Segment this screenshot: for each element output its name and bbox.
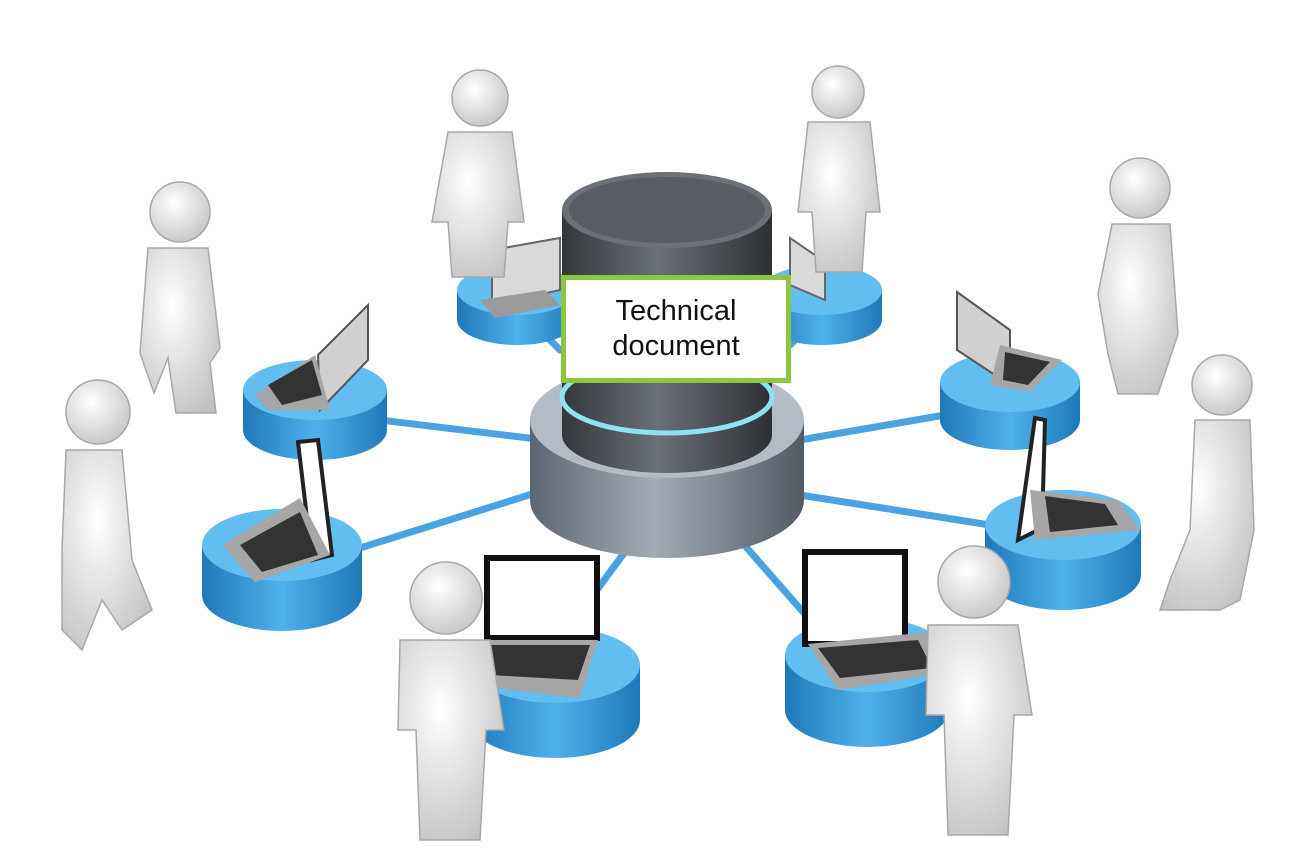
people bbox=[61, 65, 1255, 841]
person-figure bbox=[797, 65, 881, 273]
laptop-icon bbox=[480, 236, 561, 318]
connector-line bbox=[796, 411, 949, 444]
person-figure bbox=[1097, 157, 1179, 395]
laptop-icon bbox=[956, 290, 1062, 392]
person-figure bbox=[139, 181, 221, 414]
person-figure bbox=[61, 379, 153, 652]
laptop-icon bbox=[222, 437, 335, 582]
label-line-2: document bbox=[612, 330, 740, 362]
connector-line bbox=[376, 416, 549, 444]
connector-line bbox=[736, 536, 814, 624]
connector-line bbox=[356, 486, 549, 552]
laptop-icon bbox=[802, 549, 950, 690]
laptop-icon bbox=[1015, 415, 1140, 544]
laptops bbox=[222, 236, 1140, 698]
person-figure bbox=[431, 69, 525, 278]
laptop-icon bbox=[789, 236, 826, 302]
technical-document-label: Technical document bbox=[561, 275, 791, 383]
connector-line bbox=[796, 491, 994, 529]
laptop-icon bbox=[255, 302, 369, 413]
label-line-1: Technical bbox=[615, 295, 737, 327]
person-figure bbox=[1158, 354, 1255, 611]
person-figure bbox=[397, 561, 505, 841]
person-figure bbox=[925, 545, 1033, 836]
laptop-icon bbox=[478, 555, 600, 698]
